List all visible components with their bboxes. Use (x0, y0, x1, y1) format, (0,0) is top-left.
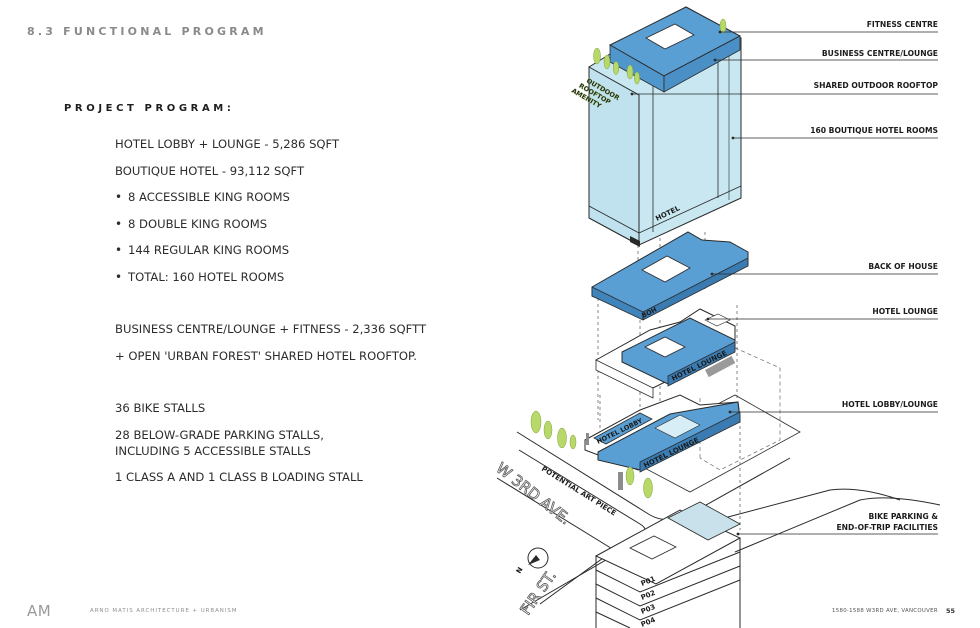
callout-business: BUSINESS CENTRE/LOUNGE (822, 49, 938, 58)
callout-rooftop: SHARED OUTDOOR ROOFTOP (814, 81, 939, 90)
bike-stalls: 36 BIKE STALLS (115, 401, 206, 415)
north-label: N (515, 566, 525, 575)
callout-rooms: 160 BOUTIQUE HOTEL ROOMS (810, 126, 938, 135)
room-item: 8 ACCESSIBLE KING ROOMS (115, 189, 495, 205)
art-piece (586, 433, 623, 490)
hotel-lounge-floor (595, 308, 736, 399)
business-centre-area: BUSINESS CENTRE/LOUNGE + FITNESS - 2,336… (115, 322, 427, 336)
program-heading: PROJECT PROGRAM: (64, 103, 235, 114)
program-list: HOTEL LOBBY + LOUNGE - 5,286 SQFT BOUTIQ… (115, 136, 495, 495)
street-trees (530, 410, 653, 499)
hotel-lobby-area: HOTEL LOBBY + LOUNGE - 5,286 SQFT (115, 137, 340, 151)
loading-stalls: 1 CLASS A AND 1 CLASS B LOADING STALL (115, 469, 363, 484)
north-arrow (527, 547, 549, 569)
room-item: 144 REGULAR KING ROOMS (115, 242, 495, 258)
callout-bike-1: BIKE PARKING & (869, 512, 939, 521)
project-address: 1580-1588 W3RD AVE, VANCOUVER (832, 608, 938, 614)
level-p04: P04 (640, 616, 657, 628)
firm-name: ARNO MATIS ARCHITECTURE + URBANISM (90, 608, 238, 614)
callout-dots (630, 30, 740, 536)
page-number: 55 (946, 607, 956, 615)
boutique-hotel-area: BOUTIQUE HOTEL - 93,112 SQFT (115, 163, 305, 178)
parking-line-2: INCLUDING 5 ACCESSIBLE STALLS (115, 443, 311, 458)
room-item: 8 DOUBLE KING ROOMS (115, 216, 495, 232)
hotel-tower (588, 6, 742, 247)
room-list: 8 ACCESSIBLE KING ROOMS 8 DOUBLE KING RO… (115, 189, 495, 285)
parkade (594, 501, 742, 628)
parking-line-1: 28 BELOW-GRADE PARKING STALLS, (115, 427, 324, 442)
section-title: 8.3 FUNCTIONAL PROGRAM (27, 25, 267, 38)
boh-floor (591, 231, 749, 321)
callout-back-of-house: BACK OF HOUSE (868, 262, 938, 271)
room-item: TOTAL: 160 HOTEL ROOMS (115, 269, 495, 285)
callout-bike-2: END-OF-TRIP FACILITIES (836, 523, 938, 532)
hotel-lobby-floor (584, 355, 741, 473)
callout-lobby-lounge: HOTEL LOBBY/LOUNGE (842, 400, 938, 409)
street-w3rd: W 3RD AVE. (493, 459, 575, 528)
street-fir: FIR ST. (517, 567, 560, 618)
callout-hotel-lounge: HOTEL LOUNGE (872, 307, 938, 316)
callout-fitness: FITNESS CENTRE (867, 20, 938, 29)
rooftop-note: + OPEN 'URBAN FOREST' SHARED HOTEL ROOFT… (115, 348, 417, 363)
rooftop-trees (593, 18, 727, 85)
callout-lines (632, 31, 938, 535)
parking-stalls: 28 BELOW-GRADE PARKING STALLS, INCLUDING… (115, 427, 495, 459)
firm-logo: AM (27, 602, 52, 620)
